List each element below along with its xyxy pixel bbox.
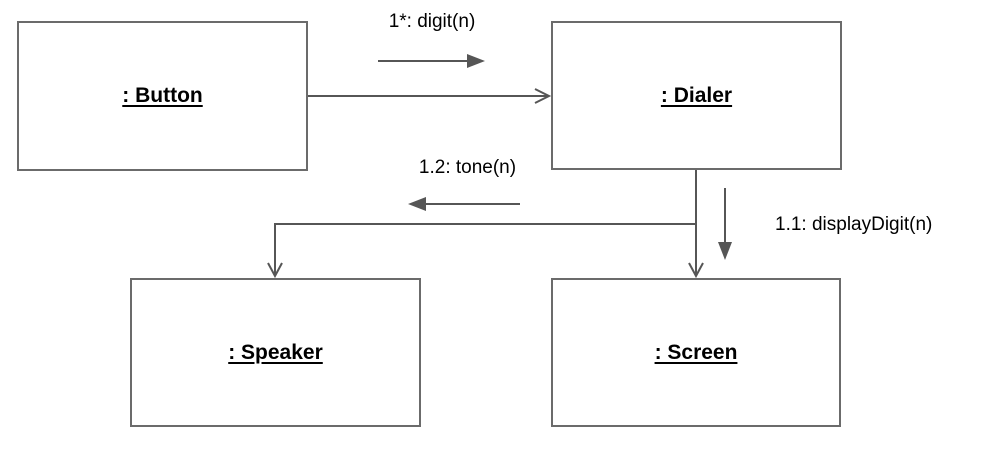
link-button-dialer [308,88,552,104]
object-name-button: : Button [122,84,203,107]
object-box-screen: : Screen [551,278,841,427]
object-name-dialer: : Dialer [660,83,733,107]
object-box-speaker: : Speaker [130,278,421,427]
object-box-button: : Button [17,21,308,171]
link-dialer-speaker [267,223,696,279]
message-arrow-tone [408,197,520,211]
object-name-screen: : Screen [654,340,738,364]
message-label-tone: 1.2: tone(n) [418,157,517,178]
object-box-dialer: : Dialer [551,21,842,170]
object-name-speaker: : Speaker [228,340,323,364]
message-label-digit: 1*: digit(n) [388,11,476,32]
link-dialer-screen [688,170,704,279]
message-arrow-digit [378,54,485,68]
message-arrow-displaydigit [718,188,732,260]
message-label-displaydigit: 1.1: displayDigit(n) [775,214,933,235]
